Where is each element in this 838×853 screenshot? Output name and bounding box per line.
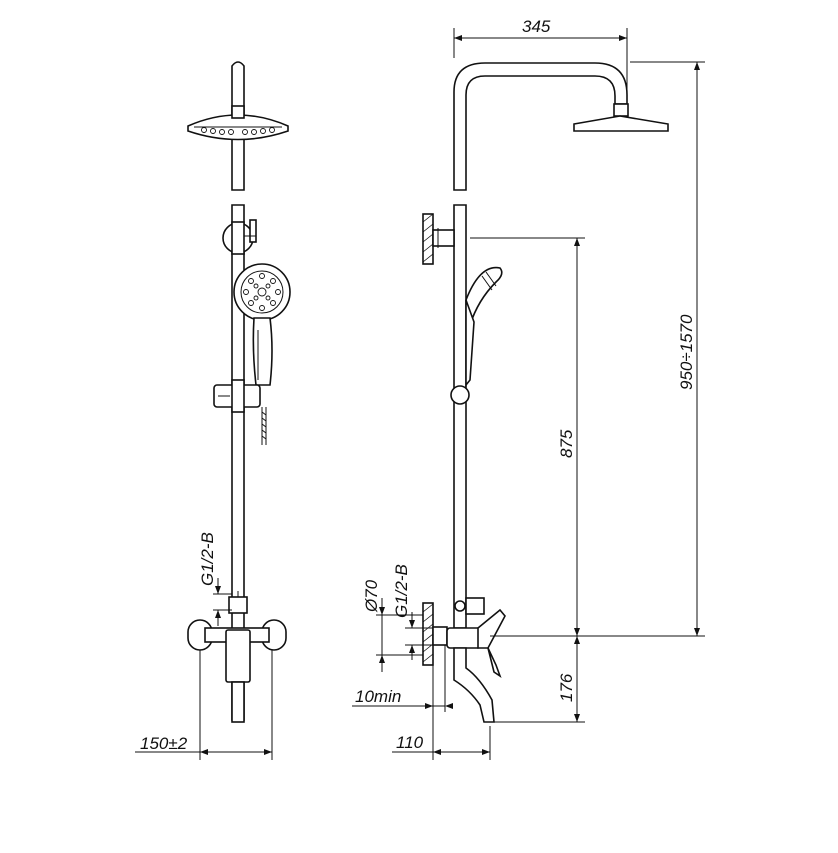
dim-escutcheon-diameter: Ø70: [362, 579, 423, 672]
front-wall-bracket: [222, 219, 257, 255]
front-rain-head: [187, 105, 289, 141]
dim-label-thread-left: G1/2-B: [198, 532, 217, 586]
dim-slide-height: 875: [470, 237, 585, 636]
side-wall-plate: [422, 602, 448, 666]
side-mixer: [446, 608, 506, 679]
dim-label-center-distance: 150±2: [140, 734, 188, 753]
side-riser-bar: [453, 204, 467, 629]
dim-label-thread-right: G1/2-B: [392, 564, 411, 618]
dim-spout-reach: 110: [392, 712, 491, 760]
dim-label-total-height: 950÷1570: [677, 314, 696, 390]
dim-label-wall-clearance: 10min: [355, 687, 401, 706]
side-view: [422, 62, 669, 723]
side-bath-spout: [453, 647, 495, 723]
dim-thread-left: G1/2-B: [198, 532, 232, 626]
front-mixer: [187, 619, 287, 683]
dim-wall-clearance: 10min: [352, 645, 453, 712]
dim-top-width: 345: [453, 17, 628, 100]
side-hand-shower: [465, 266, 503, 388]
dim-label-spout-height: 176: [557, 673, 576, 702]
side-rain-head: [573, 103, 669, 132]
dim-thread-right: G1/2-B: [392, 564, 433, 660]
front-top-pipe: [231, 61, 245, 191]
dim-spout-height: 176: [494, 636, 585, 723]
front-spout: [231, 681, 245, 723]
side-wall-bracket: [422, 213, 455, 265]
dim-label-top-width: 345: [522, 17, 551, 36]
dim-label-escutcheon-diameter: Ø70: [362, 579, 381, 613]
side-slider-knob: [450, 385, 470, 405]
dim-center-distance: 150±2: [135, 650, 273, 760]
front-hand-shower: [233, 263, 291, 386]
dim-total-height: 950÷1570: [490, 61, 705, 637]
front-hose: [261, 407, 267, 445]
front-diverter: [228, 596, 248, 614]
side-diverter: [454, 597, 485, 615]
dim-label-slide-height: 875: [557, 429, 576, 458]
front-view: [187, 61, 291, 723]
front-slider-holder: [213, 379, 261, 413]
dim-label-spout-reach: 110: [396, 733, 424, 752]
